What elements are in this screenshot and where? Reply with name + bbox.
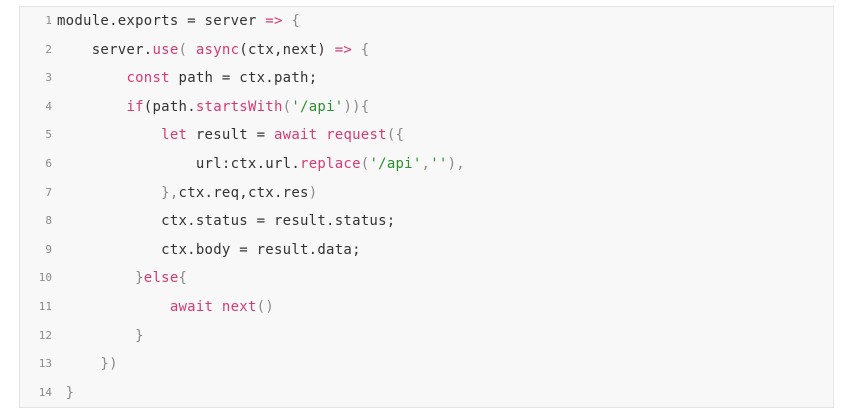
code-token: ctx.body = result.data; xyxy=(57,241,361,258)
code-line: 7 },ctx.req,ctx.res) xyxy=(20,179,833,207)
code-token: ( xyxy=(178,41,196,58)
code-token: async xyxy=(195,41,240,58)
code-token: => xyxy=(334,41,353,58)
code-token: const xyxy=(126,70,170,87)
code-text: const path = ctx.path; xyxy=(57,64,317,92)
line-number: 9 xyxy=(45,242,52,256)
code-token: else xyxy=(143,270,179,287)
code-token: path = ctx.path; xyxy=(169,70,318,87)
code-token: { xyxy=(178,270,188,287)
code-token: '/api' xyxy=(369,156,422,172)
code-line: 2 server.use( async(ctx,next) => { xyxy=(20,36,833,64)
code-line: 6 url:ctx.url.replace('/api',''), xyxy=(20,150,833,178)
code-token: () xyxy=(256,299,274,315)
code-token xyxy=(57,70,126,86)
line-number: 5 xyxy=(45,128,52,142)
code-line: 13 }) xyxy=(20,350,833,378)
code-token: ctx.status = result.status; xyxy=(57,213,396,230)
code-token: let xyxy=(161,127,188,144)
line-number: 3 xyxy=(45,71,52,85)
code-token: if xyxy=(126,98,144,115)
line-number: 14 xyxy=(38,385,52,399)
code-token: startsWith xyxy=(195,98,283,115)
code-text: let result = await request({ xyxy=(57,121,404,149)
code-text: }) xyxy=(57,350,118,378)
code-token: } xyxy=(57,270,144,287)
code-line: 9 ctx.body = result.data; xyxy=(20,236,833,264)
code-line: 5 let result = await request({ xyxy=(20,121,833,149)
line-number: 1 xyxy=(45,14,52,27)
code-token: '' xyxy=(430,156,448,172)
code-token: { xyxy=(282,13,301,29)
line-number: 6 xyxy=(45,157,52,170)
code-token: ( xyxy=(360,156,370,172)
code-text: ctx.body = result.data; xyxy=(57,236,361,264)
code-line: 1 module.exports = server => { xyxy=(20,7,833,35)
code-line: 11 await next() xyxy=(20,293,833,321)
code-token: replace xyxy=(300,156,361,172)
code-token: , xyxy=(421,156,431,172)
code-token: ), xyxy=(447,156,465,172)
code-token: result = xyxy=(187,127,274,144)
line-number: 11 xyxy=(38,300,52,313)
code-token: ( xyxy=(282,98,292,115)
code-token xyxy=(57,127,161,143)
code-token xyxy=(213,299,222,315)
code-token: module.exports = server xyxy=(57,13,266,29)
line-number: 12 xyxy=(38,328,52,342)
code-text: server.use( async(ctx,next) => { xyxy=(57,36,370,64)
line-number: 13 xyxy=(38,357,52,371)
code-text: } xyxy=(57,379,74,407)
line-number: 8 xyxy=(45,214,52,228)
code-token: await xyxy=(274,127,318,144)
code-token: ctx.req,ctx.res xyxy=(178,184,309,201)
code-text: } xyxy=(57,322,144,350)
line-number: 7 xyxy=(45,185,52,199)
line-number: 4 xyxy=(45,99,52,113)
code-text: module.exports = server => { xyxy=(57,7,300,35)
code-line: 12 } xyxy=(20,322,833,350)
code-token: }) xyxy=(57,356,118,373)
code-token: )){ xyxy=(343,98,370,115)
code-line: 8 ctx.status = result.status; xyxy=(20,207,833,235)
code-text: await next() xyxy=(57,293,274,321)
code-token: ) xyxy=(308,184,318,201)
code-text: url:ctx.url.replace('/api',''), xyxy=(57,150,465,178)
code-token: ({ xyxy=(386,127,405,144)
code-token: (ctx,next) xyxy=(239,41,335,58)
code-token: use xyxy=(152,41,179,58)
code-text: },ctx.req,ctx.res) xyxy=(57,179,317,207)
code-token: request xyxy=(326,127,387,144)
code-text: ctx.status = result.status; xyxy=(57,207,395,235)
code-token: (path. xyxy=(143,98,196,115)
line-number: 2 xyxy=(45,42,52,56)
code-line: 4 if(path.startsWith('/api')){ xyxy=(20,93,833,121)
code-token: url:ctx.url. xyxy=(57,156,301,172)
code-token: '/api' xyxy=(291,98,344,115)
line-number: 10 xyxy=(38,271,52,285)
code-text: if(path.startsWith('/api')){ xyxy=(57,93,369,121)
code-token: server. xyxy=(57,41,153,58)
code-text: }else{ xyxy=(57,264,187,292)
code-token: } xyxy=(57,384,75,401)
code-line: 3 const path = ctx.path; xyxy=(20,64,833,92)
code-token: }, xyxy=(57,184,179,201)
code-line: 14 } xyxy=(20,379,833,407)
code-token: await xyxy=(169,299,214,315)
code-token: => xyxy=(265,13,283,29)
code-token xyxy=(57,99,126,115)
code-token: { xyxy=(352,41,370,58)
code-line: 10 }else{ xyxy=(20,264,833,292)
code-token: next xyxy=(221,299,257,315)
code-token xyxy=(317,127,326,143)
code-token: } xyxy=(57,327,144,344)
code-token xyxy=(57,299,170,315)
